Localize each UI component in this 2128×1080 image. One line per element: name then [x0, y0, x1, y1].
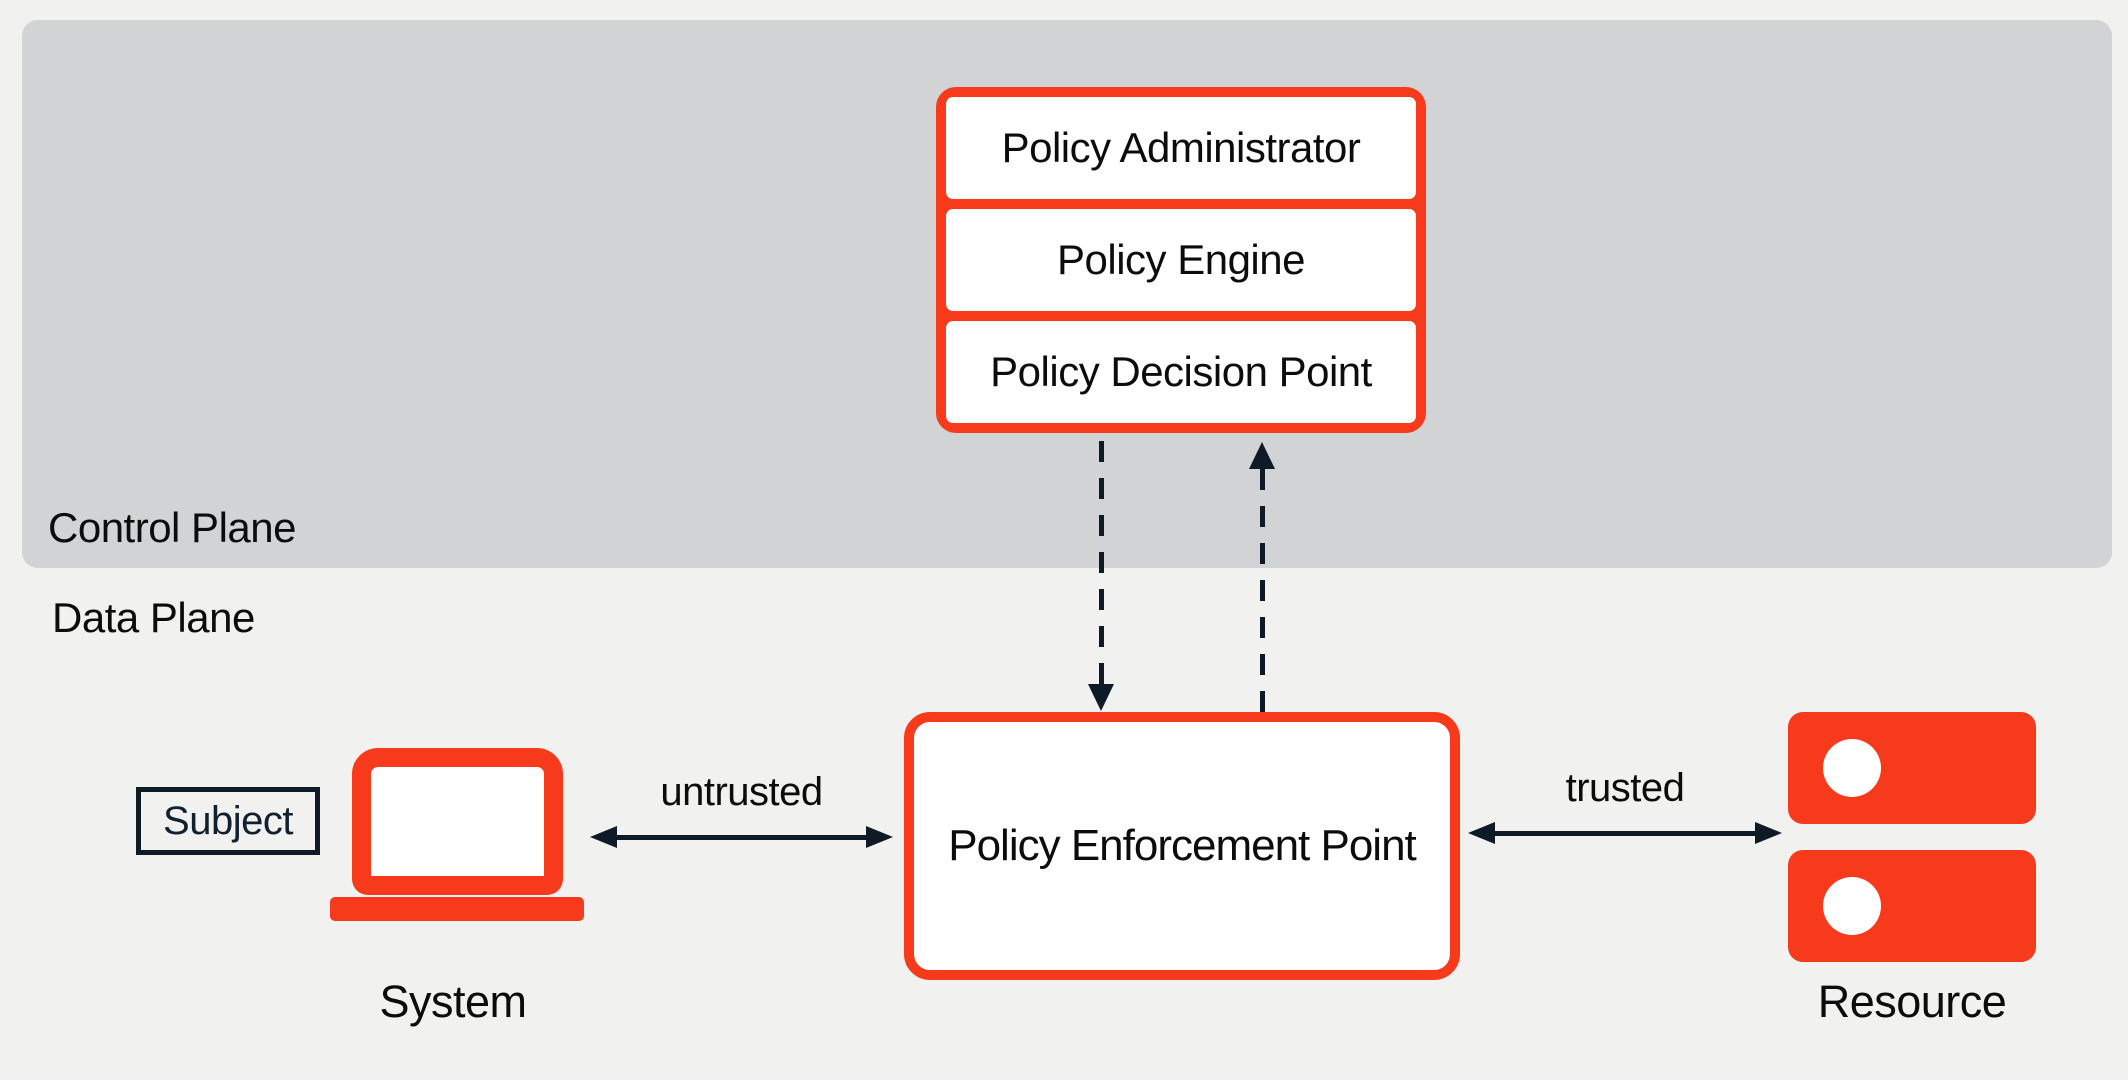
arrowhead-left-icon: [1468, 822, 1495, 844]
resource-label: Resource: [1817, 976, 2007, 1027]
arrowhead-down-icon: [1088, 684, 1114, 711]
policy-decision-point-box: Policy Decision Point: [946, 321, 1416, 423]
arrow-shaft: [617, 834, 866, 840]
arrowhead-right-icon: [1755, 822, 1782, 844]
laptop-icon: [352, 748, 563, 895]
arrowhead-up-icon: [1249, 442, 1275, 469]
pep-to-pdp-dashed-arrow: [1249, 442, 1275, 712]
control-plane-label: Control Plane: [48, 504, 296, 551]
dashed-shaft: [1259, 469, 1265, 712]
server-light-icon: [1823, 739, 1881, 797]
policy-enforcement-point-box: Policy Enforcement Point: [904, 712, 1460, 980]
subject-box: Subject: [136, 787, 320, 855]
trusted-double-arrow: [1468, 821, 1782, 845]
arrowhead-left-icon: [590, 826, 617, 848]
policy-administrator-box: Policy Administrator: [946, 97, 1416, 199]
policy-enforcement-point-label: Policy Enforcement Point: [948, 821, 1417, 870]
policy-stack: Policy Administrator Policy Engine Polic…: [936, 87, 1426, 433]
subject-label: Subject: [163, 798, 293, 843]
server-light-icon: [1823, 877, 1881, 935]
arrowhead-right-icon: [866, 826, 893, 848]
data-plane-label: Data Plane: [52, 594, 255, 641]
pdp-to-pep-dashed-arrow: [1088, 441, 1114, 711]
untrusted-link-label: untrusted: [660, 770, 823, 814]
dashed-shaft: [1098, 441, 1104, 684]
laptop-base-icon: [330, 897, 584, 921]
policy-engine-box: Policy Engine: [946, 209, 1416, 311]
server-unit-icon: [1788, 850, 2036, 962]
untrusted-double-arrow: [590, 825, 893, 849]
system-label: System: [379, 976, 527, 1027]
trusted-link-label: trusted: [1565, 766, 1685, 810]
arrow-shaft: [1495, 830, 1755, 836]
server-unit-icon: [1788, 712, 2036, 824]
